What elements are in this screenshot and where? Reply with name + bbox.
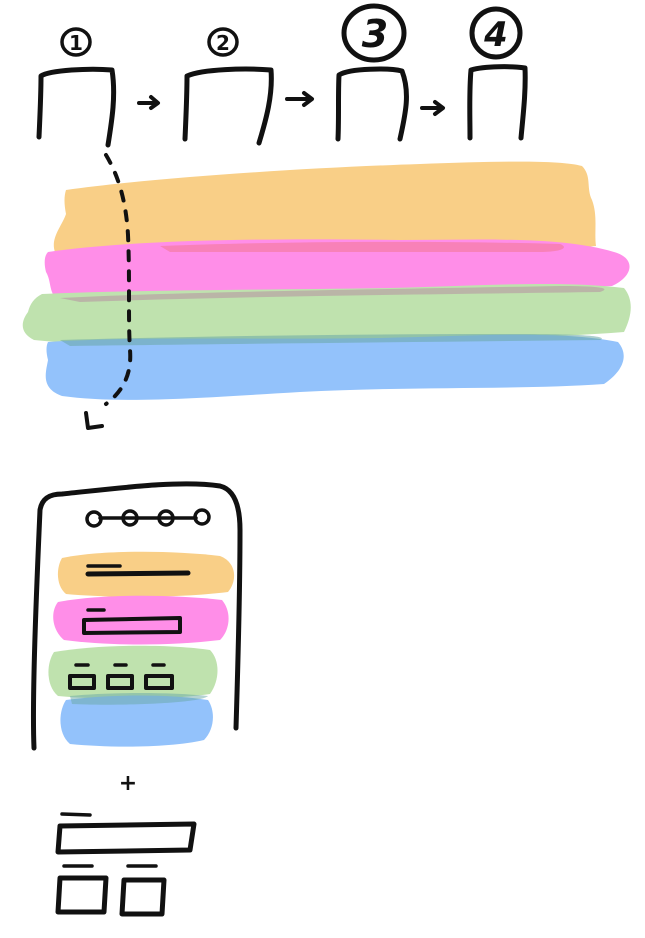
step-1: 1 [36, 27, 117, 148]
option-3-box [144, 674, 174, 690]
stepper-dot-2 [121, 509, 139, 527]
extra-form [55, 812, 197, 917]
step-1-number: 1 [69, 31, 83, 55]
stepper-dot-3 [157, 509, 175, 527]
phone-mockup: + [30, 481, 243, 917]
option-1-box [68, 674, 96, 690]
extra-box-2 [119, 877, 167, 917]
color-layers [22, 161, 631, 400]
phone-green-options [68, 663, 174, 690]
layer-orange [53, 161, 596, 256]
step-3-frame [335, 66, 409, 142]
stepper-dot-1 [85, 510, 103, 528]
step-2-number: 2 [216, 31, 230, 55]
phone-row-green [48, 645, 218, 699]
phone-stepper [85, 508, 211, 528]
phone-overlap-green-blue [70, 693, 208, 705]
step-arrow-1 [137, 95, 160, 110]
dashed-connector [84, 153, 133, 430]
phone-pink-input-box [82, 616, 182, 635]
plus-sign: + [119, 771, 137, 796]
layer-green [22, 283, 631, 346]
step-2-frame [182, 66, 274, 146]
phone-orange-text-line [85, 570, 191, 577]
step-3-number: 3 [362, 12, 388, 56]
phone-row-blue [60, 695, 213, 747]
step-flow: 1 2 3 4 [36, 3, 528, 148]
step-4-frame [467, 64, 528, 141]
step-3: 3 [335, 3, 409, 142]
overlap-orange-pink [160, 241, 564, 252]
stepper-dot-4 [193, 508, 211, 526]
extra-input-box [55, 821, 197, 855]
extra-label-line [60, 812, 92, 817]
step-3-circle [341, 3, 407, 63]
step-4-circle [469, 6, 523, 60]
step-2: 2 [182, 27, 274, 146]
step-4: 4 [467, 6, 528, 141]
step-2-circle [207, 27, 239, 57]
overlap-green-blue [60, 334, 602, 346]
option-2-box [106, 674, 134, 690]
step-1-circle [60, 27, 92, 57]
step-arrow-2 [285, 91, 314, 107]
step-4-number: 4 [483, 15, 508, 55]
extra-box-1 [55, 875, 109, 915]
layer-blue [45, 334, 624, 400]
phone-outline [30, 481, 243, 751]
dashed-arrow-head [84, 411, 104, 430]
dashed-line [104, 153, 133, 406]
step-1-frame [36, 66, 117, 148]
overlap-pink-green [60, 286, 605, 302]
step-arrow-3 [420, 100, 445, 116]
